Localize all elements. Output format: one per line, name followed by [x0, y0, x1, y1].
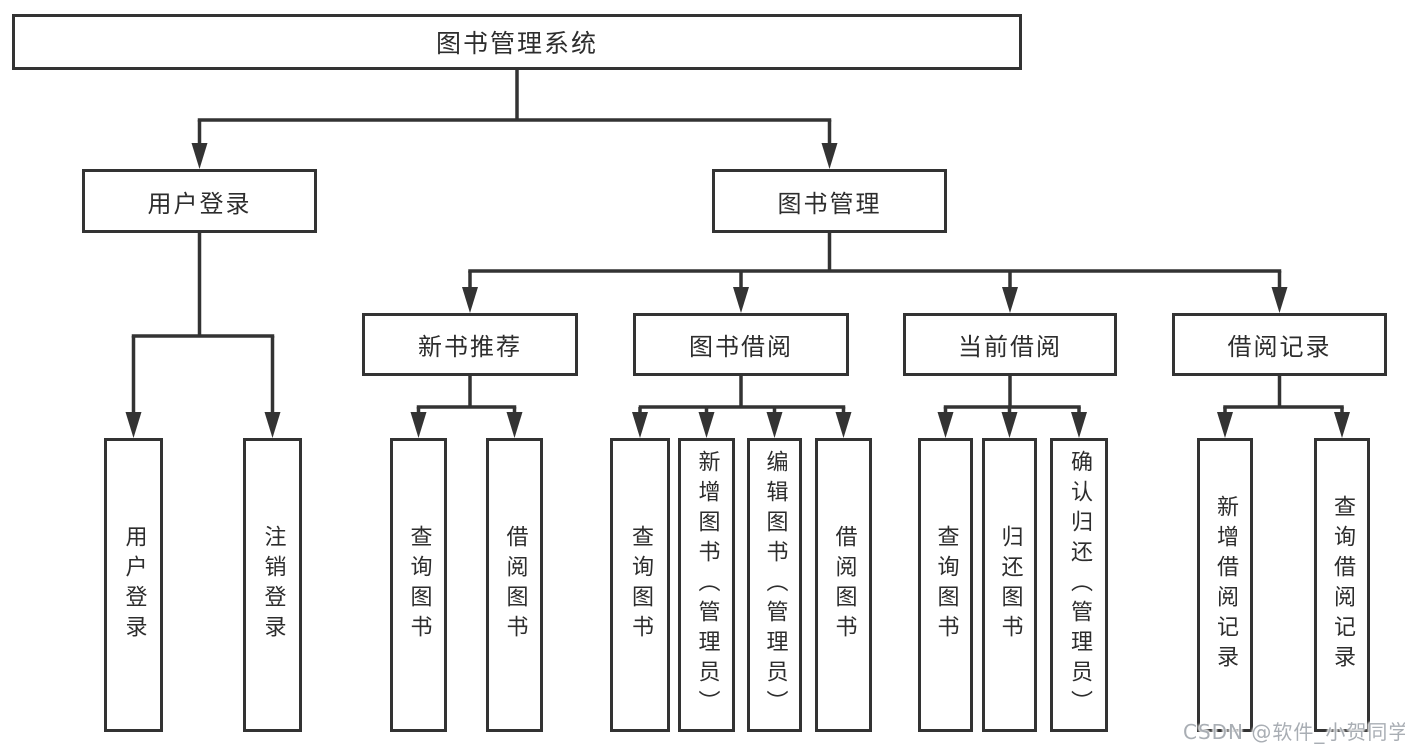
arrowhead — [1071, 412, 1087, 438]
leaf-edit-books-admin: 编辑图书（管理员） — [747, 438, 802, 732]
leaf-add-borrow-record: 新增借阅记录 — [1197, 438, 1253, 732]
node-book-borrow: 图书借阅 — [633, 313, 849, 376]
node-current-borrow: 当前借阅 — [903, 313, 1117, 376]
node-borrow-record: 借阅记录 — [1172, 313, 1387, 376]
arrowhead — [1001, 412, 1018, 438]
node-new-book-recommend: 新书推荐 — [362, 313, 578, 376]
leaf-query-books-borrow: 查询图书 — [610, 438, 670, 732]
arrowhead — [632, 412, 648, 438]
arrowhead — [1271, 287, 1288, 313]
leaf-return-books: 归还图书 — [982, 438, 1037, 732]
leaf-add-books-admin: 新增图书（管理员） — [678, 438, 735, 732]
arrowhead — [264, 412, 281, 438]
leaf-borrow-books-recommend: 借阅图书 — [486, 438, 543, 732]
node-book-management-system: 图书管理系统 — [12, 14, 1022, 70]
arrowhead — [1217, 412, 1233, 438]
arrowhead — [733, 287, 749, 313]
leaf-user-login: 用户登录 — [104, 438, 163, 732]
arrowhead — [191, 143, 208, 169]
arrowhead — [821, 143, 838, 169]
arrowhead — [410, 412, 427, 438]
arrowhead — [1002, 287, 1018, 313]
arrowhead — [462, 287, 478, 313]
arrowhead — [506, 412, 523, 438]
arrowhead — [698, 412, 715, 438]
leaf-query-books-current: 查询图书 — [918, 438, 973, 732]
arrowhead — [1334, 412, 1350, 438]
leaf-confirm-return-admin: 确认归还（管理员） — [1050, 438, 1108, 732]
watermark: CSDN @软件_小贺同学 — [1183, 720, 1405, 744]
arrowhead — [766, 412, 783, 438]
node-book-management: 图书管理 — [712, 169, 947, 233]
arrowheads — [125, 143, 1350, 438]
arrowhead — [937, 412, 954, 438]
arrowhead — [125, 412, 142, 438]
leaf-query-books-recommend: 查询图书 — [390, 438, 447, 732]
leaf-query-borrow-record: 查询借阅记录 — [1314, 438, 1370, 732]
leaf-borrow-books-borrow: 借阅图书 — [815, 438, 872, 732]
node-user-login: 用户登录 — [82, 169, 317, 233]
leaf-logout: 注销登录 — [243, 438, 302, 732]
arrowhead — [835, 412, 852, 438]
